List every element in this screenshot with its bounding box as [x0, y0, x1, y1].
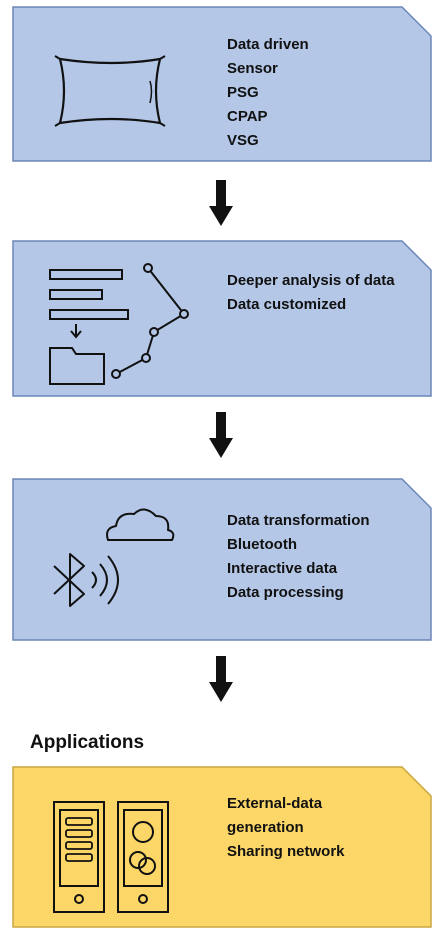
arrow-down-icon	[209, 656, 233, 702]
panel-data-transformation: Data transformation Bluetooth Interactiv…	[12, 478, 432, 641]
panel-2-text: Deeper analysis of data Data customized	[227, 269, 395, 317]
arrow-down-icon	[209, 412, 233, 458]
list-item: Data customized	[227, 296, 347, 313]
data-analysis-icon	[49, 263, 189, 385]
list-item: Sharing network	[227, 843, 345, 860]
list-item: CPAP	[227, 108, 268, 125]
list-item: Data processing	[227, 584, 344, 601]
list-item: Sensor	[227, 60, 278, 77]
list-item: External-data	[227, 795, 323, 812]
panel-applications: External-data generation Sharing network	[12, 766, 432, 928]
list-item: PSG	[227, 84, 259, 101]
applications-title: Applications	[30, 732, 145, 753]
panel-1-text: Data driven Sensor PSG CPAP VSG	[227, 33, 309, 153]
bluetooth-cloud-icon	[53, 508, 175, 607]
list-item: Interactive data	[227, 560, 338, 577]
list-item: VSG	[227, 132, 259, 149]
list-item: Bluetooth	[227, 536, 297, 553]
panel-background	[12, 6, 432, 162]
panel-data-analysis: Deeper analysis of data Data customized	[12, 240, 432, 397]
arrow-down-icon	[209, 180, 233, 226]
panel-3-text: Data transformation Bluetooth Interactiv…	[227, 509, 370, 605]
list-item: Deeper analysis of data	[227, 272, 395, 289]
mobile-devices-icon	[53, 801, 169, 913]
list-item: generation	[227, 819, 304, 836]
applications-text: External-data generation Sharing network	[227, 792, 345, 864]
pillow-icon	[54, 55, 166, 127]
list-item: Data transformation	[227, 512, 370, 529]
list-item: Data driven	[227, 36, 309, 53]
panel-data-sources: Data driven Sensor PSG CPAP VSG	[12, 6, 432, 162]
